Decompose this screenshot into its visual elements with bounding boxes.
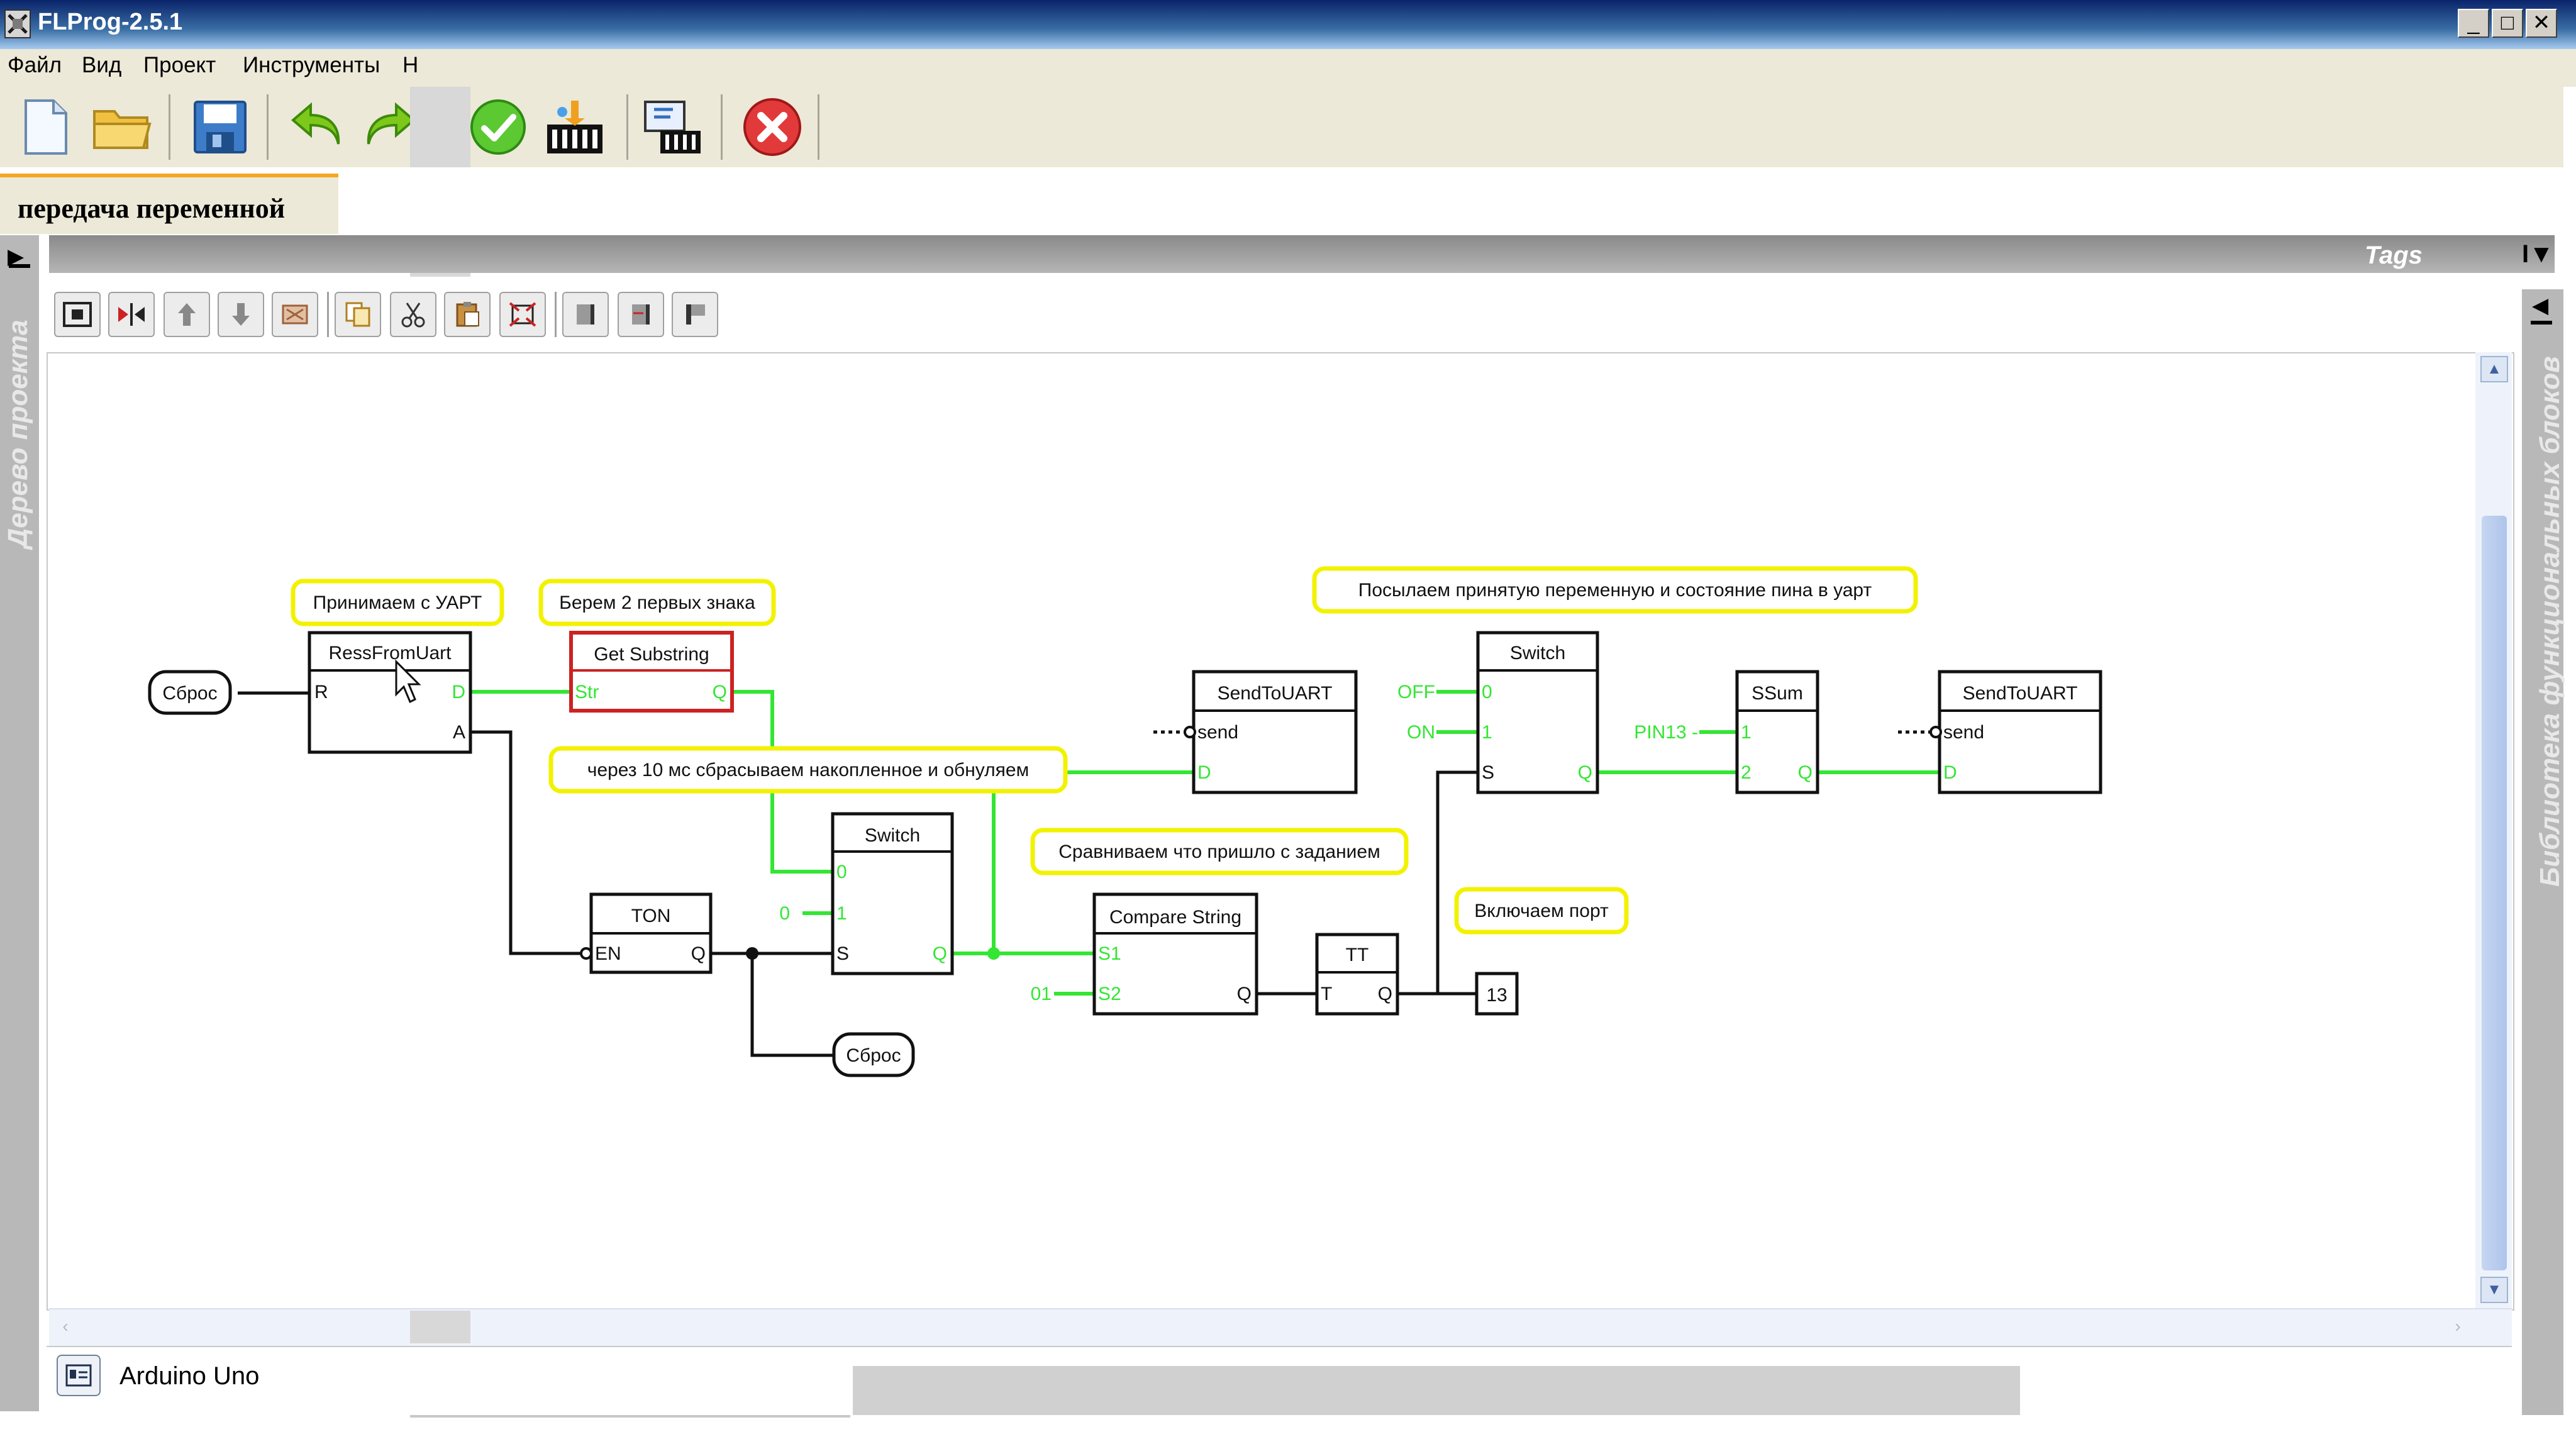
close-button[interactable]: ✕ [2526, 9, 2557, 38]
toolbar-separator [626, 94, 628, 160]
board-name: Arduino Uno [119, 1362, 260, 1390]
menu-tools[interactable]: Инструменты [243, 53, 380, 77]
align-top-icon[interactable] [672, 292, 718, 337]
scroll-right-icon[interactable]: › [2455, 1316, 2461, 1336]
app-logo-icon [4, 8, 31, 40]
board-icon[interactable] [57, 1355, 101, 1396]
project-tree-panel[interactable] [0, 235, 39, 1411]
status-gray-overlay [853, 1366, 2020, 1420]
fit-icon[interactable] [499, 292, 546, 337]
tab-project[interactable] [0, 174, 338, 234]
project-tree-label-wrap: Дерево проекта [0, 302, 44, 553]
menu-bar [0, 49, 2576, 87]
bottom-bar [0, 1415, 2576, 1449]
toolbar-separator [169, 94, 170, 160]
delete-block-icon[interactable] [272, 292, 318, 337]
upload-icon[interactable] [640, 94, 706, 160]
title-bar [0, 0, 2576, 49]
undo-icon[interactable] [283, 94, 348, 160]
close-project-icon[interactable] [740, 94, 805, 160]
paste-icon[interactable] [444, 292, 491, 337]
arrow-down-icon[interactable] [218, 292, 264, 337]
open-folder-icon[interactable] [89, 94, 155, 160]
menu-view[interactable]: Вид [82, 53, 122, 77]
panel-divider [2531, 321, 2552, 325]
mirror-icon[interactable] [108, 292, 155, 337]
save-icon[interactable] [187, 94, 253, 160]
panel-divider [9, 264, 30, 268]
menu-help[interactable]: Н [402, 53, 419, 77]
project-tree-label: Дерево проекта [3, 319, 33, 548]
align-right-icon[interactable] [618, 292, 664, 337]
redo-icon[interactable] [358, 94, 424, 160]
block-library-label: Библиотека функциональных блоков [2534, 356, 2565, 887]
copy-icon[interactable] [335, 292, 381, 337]
tags-toggle-icon[interactable]: I▼ [2522, 240, 2554, 268]
vertical-scroll-thumb[interactable] [2482, 516, 2507, 1270]
tab-row [0, 167, 2563, 235]
editor-toolbar-separator [327, 292, 329, 337]
toolbar-separator [721, 94, 723, 160]
menu-project[interactable]: Проект [143, 53, 216, 77]
window-title: FLProg-2.5.1 [38, 9, 183, 35]
check-icon[interactable] [465, 94, 531, 160]
tab-project-label: передача переменной [18, 193, 286, 224]
scroll-left-icon[interactable]: ‹ [62, 1316, 69, 1336]
align-left-icon[interactable] [562, 292, 609, 337]
arrow-up-icon[interactable] [164, 292, 210, 337]
horizontal-scroll-thumb[interactable] [410, 1311, 470, 1343]
tags-bar [49, 235, 2555, 273]
add-block-icon[interactable] [54, 292, 101, 337]
tags-label[interactable]: Tags [2365, 242, 2423, 269]
new-file-icon[interactable] [13, 94, 78, 160]
block-library-panel[interactable] [2522, 289, 2563, 1415]
bottom-line [410, 1415, 850, 1418]
cut-icon[interactable] [390, 292, 436, 337]
scroll-down-icon[interactable]: ▼ [2480, 1277, 2508, 1303]
toolbar-separator [267, 94, 269, 160]
toolbar-separator [818, 94, 819, 160]
scroll-up-icon[interactable]: ▲ [2480, 356, 2508, 382]
collapse-right-icon[interactable]: ◀ [2532, 294, 2549, 318]
maximize-button[interactable]: □ [2492, 9, 2523, 38]
minimize-button[interactable]: _ [2458, 9, 2489, 38]
menu-file[interactable]: Файл [8, 53, 62, 77]
diagram-canvas[interactable] [47, 352, 2514, 1311]
compile-icon[interactable] [542, 94, 608, 160]
editor-toolbar-separator [555, 292, 557, 337]
